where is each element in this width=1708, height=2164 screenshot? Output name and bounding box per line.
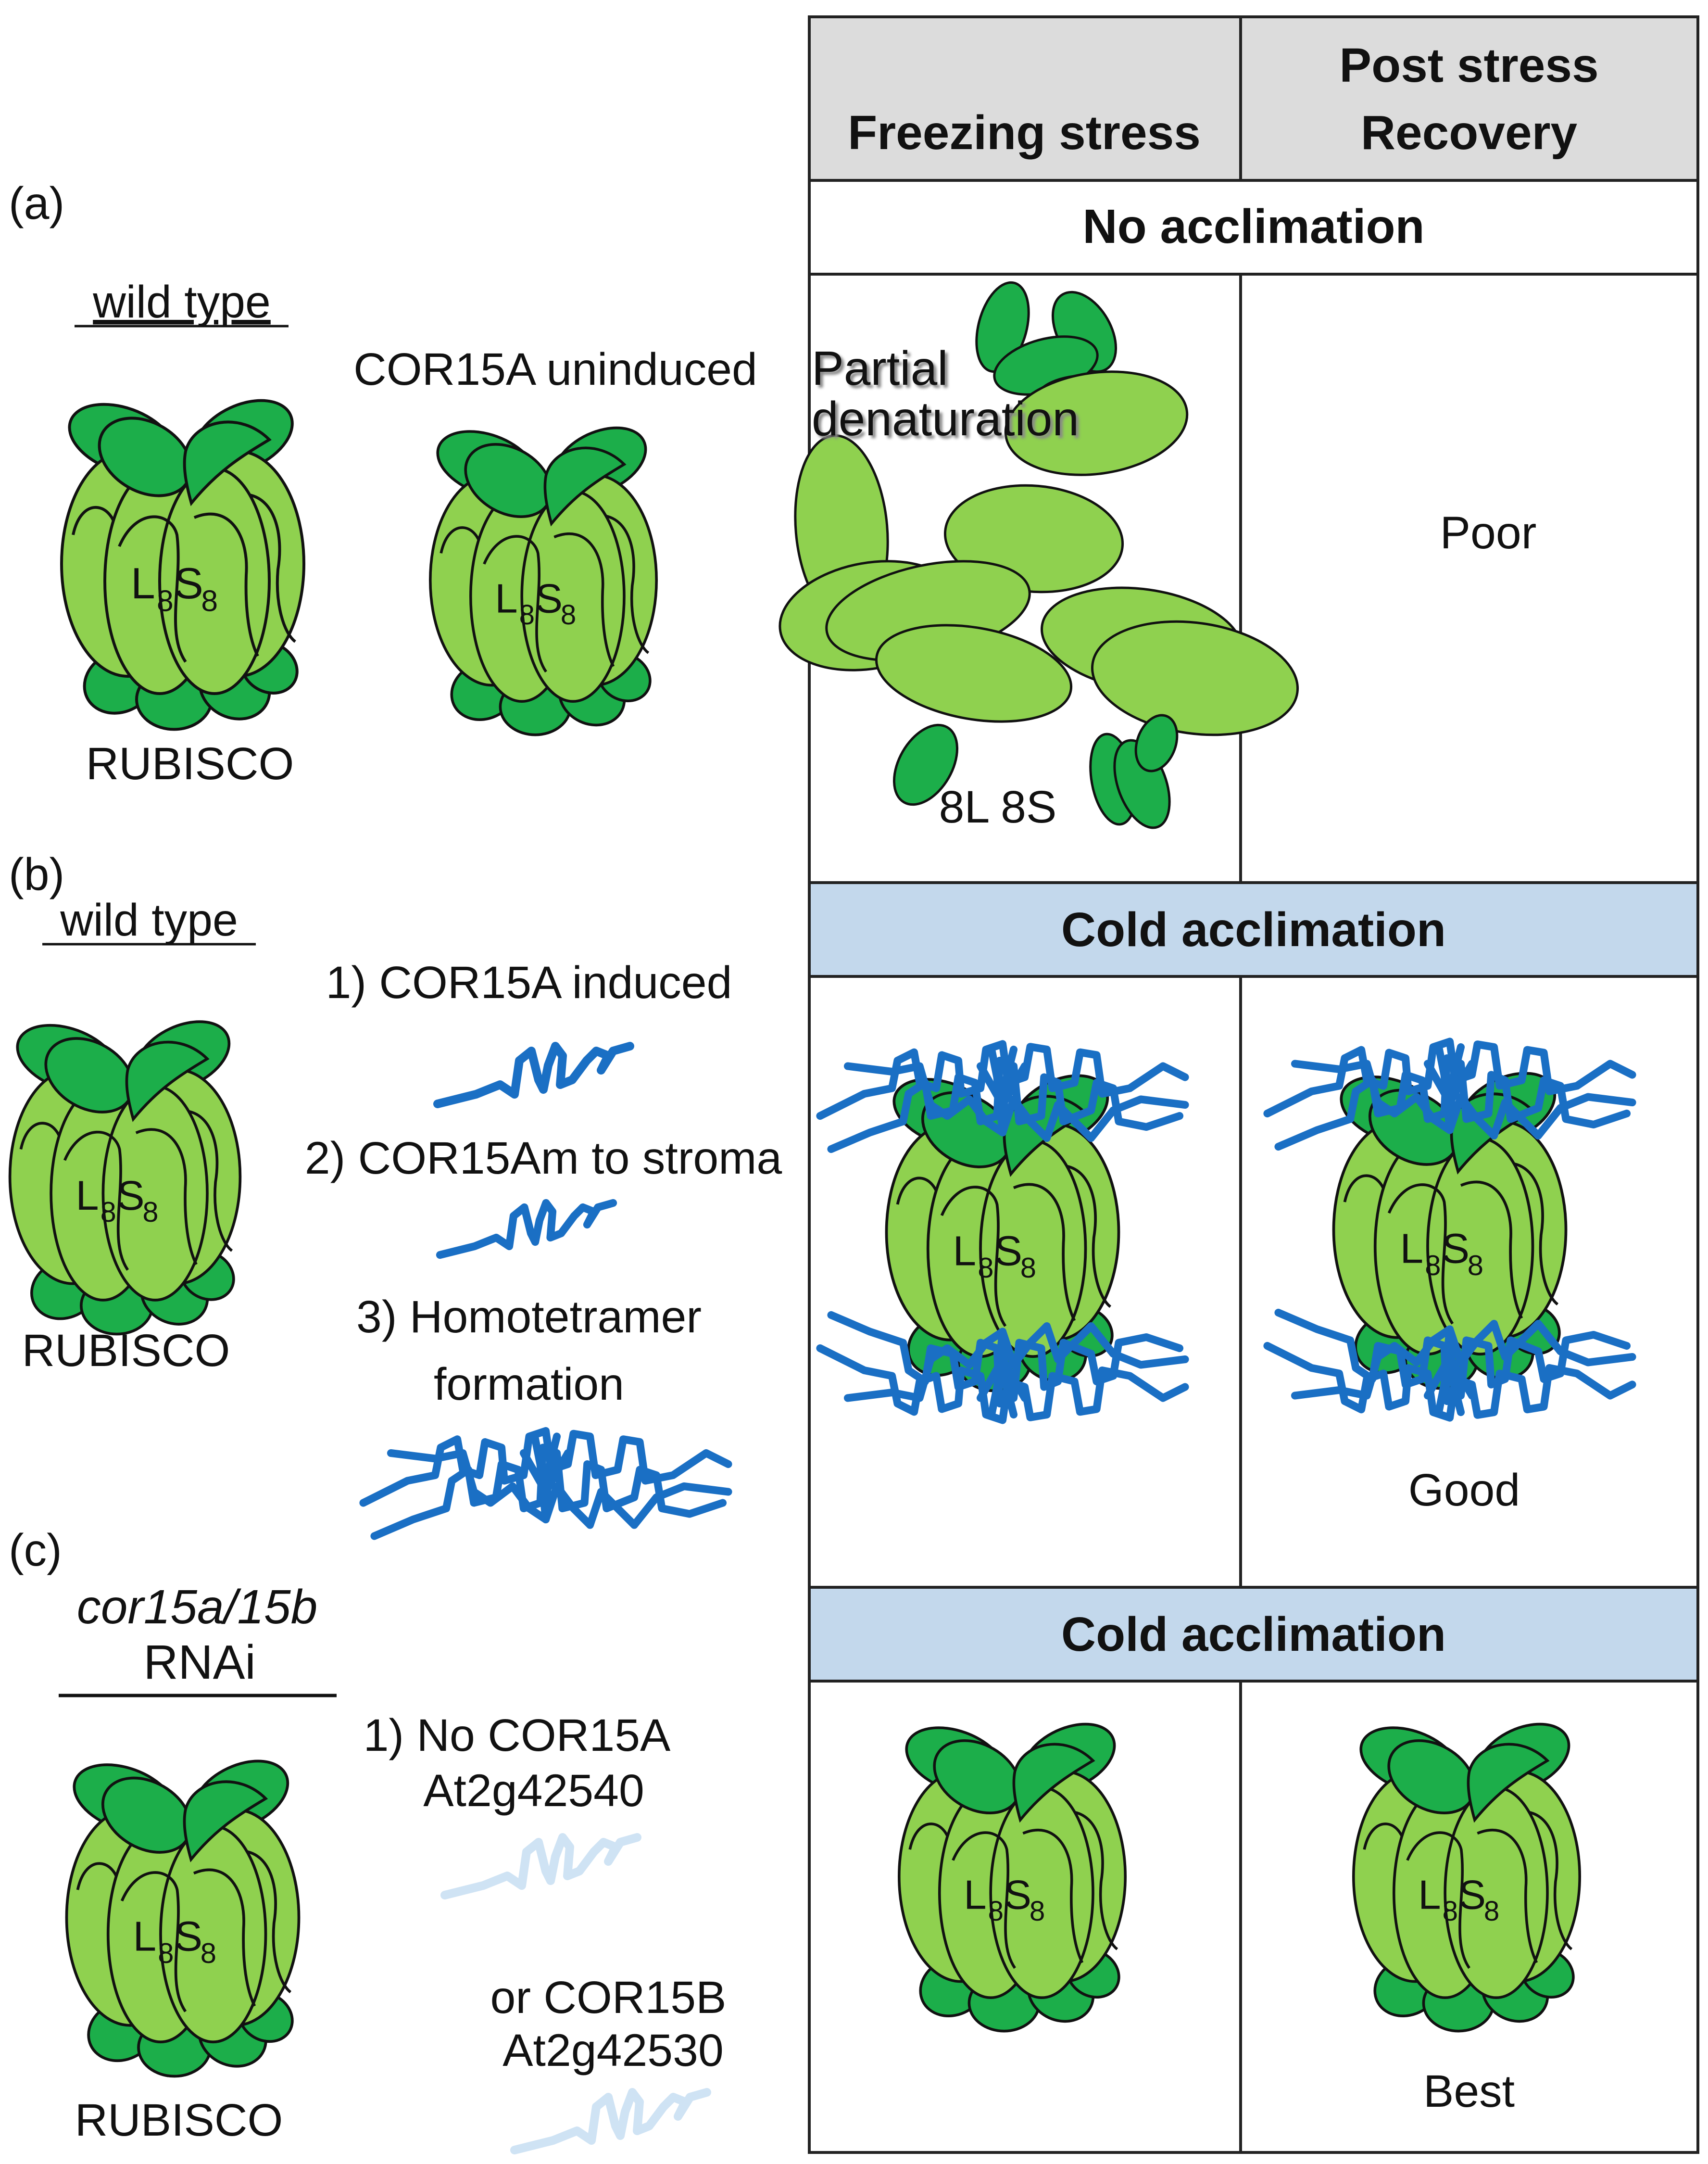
band-label-cold-acclimation-2: Cold acclimation [1061, 1607, 1446, 1661]
svg-text:8: 8 [142, 1196, 158, 1228]
svg-text:8: 8 [978, 1252, 993, 1284]
svg-text:L: L [75, 1173, 99, 1219]
col2-header-line2: Recovery [1361, 106, 1578, 160]
panel-b-step1: 1) COR15A induced [326, 957, 732, 1008]
svg-text:S: S [994, 1228, 1022, 1275]
band-label-no-acclimation: No acclimation [1082, 200, 1424, 253]
panel-c-genotype-line2: RNAi [143, 1635, 255, 1689]
panel-b-step3-line2: formation [434, 1359, 624, 1410]
panel-b-letter: (b) [9, 849, 64, 900]
svg-text:L: L [495, 576, 517, 621]
svg-text:S: S [1004, 1872, 1031, 1918]
denatured-subunits [779, 281, 1299, 829]
svg-text:8: 8 [1443, 1896, 1458, 1927]
svg-text:S: S [174, 559, 203, 608]
panel-c-genotype-line1: cor15a/15b [77, 1580, 317, 1634]
rubisco-uninduced-a: L 8 S 8 [428, 414, 659, 735]
partial-label-line2: denaturation [812, 392, 1079, 446]
panel-b-genotype: wild type [60, 895, 238, 946]
panel-c-step1-line2: At2g42540 [423, 1765, 644, 1816]
recovery-poor: Poor [1440, 507, 1537, 558]
cor15a-homotetramer [364, 1431, 728, 1536]
svg-text:L: L [131, 559, 155, 608]
panel-a-cor-state: COR15A uninduced [353, 344, 757, 395]
svg-text:8: 8 [201, 1937, 216, 1969]
col2-header-line1: Post stress [1339, 38, 1598, 92]
rubisco-recovery-rnai: L 8 S 8 [1352, 1710, 1582, 2032]
rubisco-recovery-protected: L 8 S 8 [1268, 1042, 1633, 1418]
cor15a-monomer-induced [438, 1046, 630, 1104]
svg-text:8: 8 [1484, 1896, 1499, 1927]
svg-text:8: 8 [1468, 1249, 1483, 1281]
panel-c-letter: (c) [9, 1525, 62, 1576]
col1-header: Freezing stress [848, 106, 1201, 160]
panel-a: (a) wild type L 8 S 8 RUBISCO COR15A uni… [9, 178, 757, 789]
band-cold-acclimation-1 [809, 883, 1698, 976]
rubisco-freezing-protected: L 8 S 8 [820, 1044, 1185, 1420]
band-label-cold-acclimation-1: Cold acclimation [1061, 903, 1446, 957]
header-background [809, 17, 1698, 180]
svg-text:8: 8 [158, 1937, 174, 1969]
panel-b-protein: RUBISCO [22, 1325, 230, 1376]
cor15b-absent-faded [515, 2092, 707, 2150]
svg-text:8: 8 [519, 599, 535, 631]
panel-a-genotype: wild type [92, 277, 271, 328]
svg-text:8: 8 [1425, 1249, 1441, 1281]
svg-text:8: 8 [157, 584, 174, 618]
rubisco-freezing-rnai: L 8 S 8 [897, 1710, 1128, 2032]
panel-a-protein: RUBISCO [86, 738, 294, 789]
panel-a-letter: (a) [9, 178, 64, 229]
partial-label-line1: Partial [812, 342, 948, 395]
svg-text:L: L [1400, 1225, 1424, 1272]
stress-table: Freezing stress Post stress Recovery No … [779, 15, 1699, 2154]
svg-text:L: L [964, 1872, 986, 1918]
cor15am-monomer-stroma [440, 1203, 613, 1255]
svg-text:S: S [1458, 1872, 1486, 1918]
svg-text:8: 8 [201, 584, 218, 618]
recovery-best: Best [1423, 2066, 1515, 2117]
svg-text:L: L [1418, 1872, 1441, 1918]
rubisco-wild-type-a: L 8 S 8 [60, 386, 306, 730]
panel-b: (b) wild type L 8 S 8 RUBISCO 1) COR15A … [8, 849, 782, 1536]
recovery-good: Good [1408, 1465, 1520, 1516]
panel-b-step3-line1: 3) Homotetramer [356, 1291, 702, 1342]
svg-text:S: S [535, 576, 563, 621]
svg-text:S: S [117, 1173, 145, 1219]
svg-text:8: 8 [561, 599, 576, 631]
svg-text:L: L [133, 1913, 157, 1960]
panel-c-step2-line2: At2g42530 [502, 2025, 724, 2076]
svg-text:8: 8 [988, 1896, 1004, 1927]
panel-c: (c) cor15a/15b RNAi L 8 S 8 RUBISCO 1) N… [9, 1525, 727, 2150]
svg-text:S: S [175, 1913, 202, 1960]
svg-text:L: L [953, 1228, 977, 1275]
band-cold-acclimation-2 [809, 1587, 1698, 1681]
rubisco-rnai-c: L 8 S 8 [65, 1747, 301, 2077]
svg-text:S: S [1442, 1225, 1469, 1272]
panel-b-step2: 2) COR15Am to stroma [305, 1133, 782, 1184]
svg-text:8: 8 [100, 1196, 116, 1228]
rubisco-wild-type-b: L 8 S 8 [8, 1008, 242, 1335]
band-no-acclimation [809, 180, 1698, 274]
svg-text:8: 8 [1030, 1896, 1045, 1927]
cor15a-absent-faded [445, 1837, 637, 1895]
panel-c-protein: RUBISCO [75, 2095, 283, 2146]
subunit-label: 8L 8S [939, 782, 1057, 833]
svg-text:8: 8 [1020, 1252, 1036, 1284]
panel-c-step1-line1: 1) No COR15A [364, 1710, 671, 1761]
panel-c-step2-line1: or COR15B [490, 1972, 726, 2023]
